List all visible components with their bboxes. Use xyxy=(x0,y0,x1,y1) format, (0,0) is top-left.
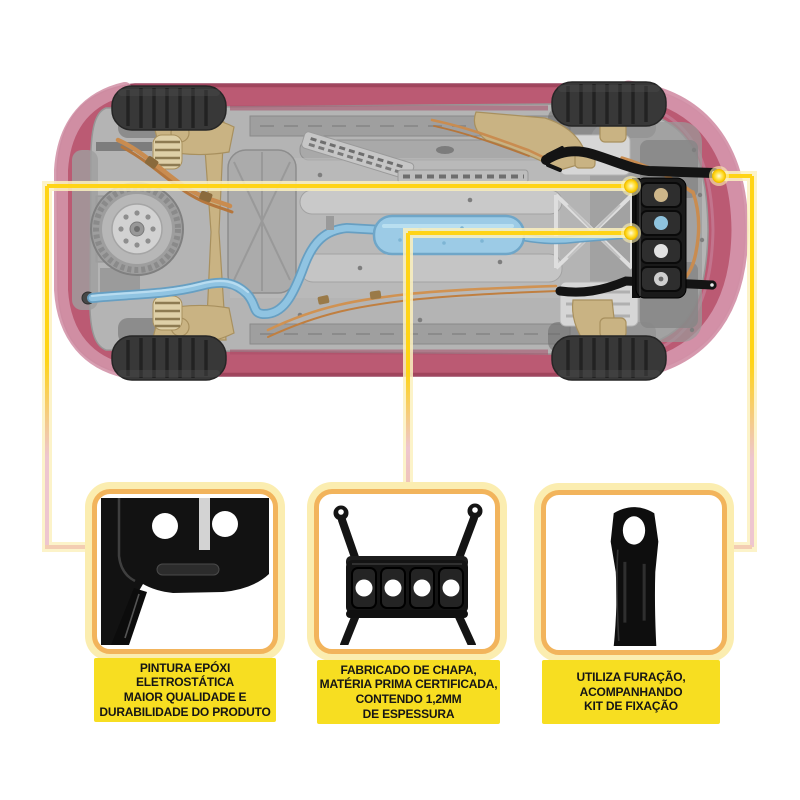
spare-wheel xyxy=(90,182,184,276)
plate-hole-3 xyxy=(654,244,668,258)
detail-card-paint xyxy=(92,489,278,654)
bolt-hole xyxy=(152,513,178,539)
mounting-arm xyxy=(111,588,147,645)
bolt-hole xyxy=(212,511,238,537)
plate-hole xyxy=(384,579,402,597)
caption-paint: PINTURA EPÓXI ELETROSTÁTICA MAIOR QUALID… xyxy=(94,658,276,722)
part-photo-paint-closeup xyxy=(101,498,269,645)
caption-material: FABRICADO DE CHAPA, MATÉRIA PRIMA CERTIF… xyxy=(317,660,500,724)
skid-plate-top-bar xyxy=(541,146,719,178)
plate-hole xyxy=(442,579,460,597)
rear-bumper xyxy=(54,82,132,378)
callout-dot-2 xyxy=(624,226,638,240)
part-photo-mounting-arm xyxy=(550,499,718,646)
coil-spring-top xyxy=(152,134,183,170)
tire-rear-bottom xyxy=(111,335,227,381)
mounting-arm xyxy=(610,507,659,646)
front-bumper xyxy=(619,80,749,380)
part-photo-full-bracket xyxy=(324,498,490,645)
detail-card-mounting xyxy=(541,490,727,655)
coil-spring-bottom xyxy=(152,295,183,331)
exhaust-hanger xyxy=(326,216,334,230)
plate-hole-1 xyxy=(654,188,668,202)
plate-hole xyxy=(413,579,431,597)
callout-line-2 xyxy=(406,231,630,486)
callout-line-1 xyxy=(45,184,630,549)
bolt-hole xyxy=(622,516,646,545)
tire-front-top xyxy=(551,81,667,127)
callouts xyxy=(42,166,757,552)
detail-card-material xyxy=(314,489,500,654)
tires xyxy=(111,81,667,381)
fuel-tank xyxy=(227,149,297,294)
caption-mounting: UTILIZA FURAÇÃO, ACOMPANHANDO KIT DE FIX… xyxy=(542,660,720,724)
skid-plate-bottom-bar xyxy=(555,276,717,297)
tire-rear-top xyxy=(111,85,227,131)
callout-dot-1 xyxy=(624,179,638,193)
plate-hole-2 xyxy=(654,216,668,230)
callout-dot-3 xyxy=(712,169,726,183)
tire-front-bottom xyxy=(551,335,667,381)
plate-hole xyxy=(355,579,373,597)
